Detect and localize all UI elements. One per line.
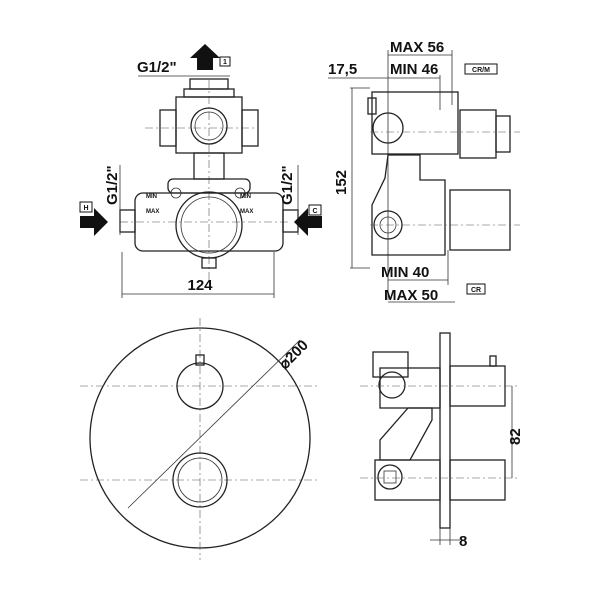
min-40-dimension: MIN 40 [381, 264, 429, 281]
hot-thread-label: G1/2" [104, 165, 121, 205]
valve-body-side-view: MAX 56 MIN 46 17,5 CR/M 152 MIN 40 MAX 5… [328, 39, 520, 304]
cold-tag: C [312, 208, 317, 215]
max-50-dimension: MAX 50 [384, 287, 438, 304]
outlet-arrow-icon [190, 44, 220, 70]
hot-inlet-arrow-icon [80, 208, 108, 236]
outlet-thread-label: G1/2" [137, 59, 177, 76]
max-56-dimension: MAX 56 [390, 39, 444, 56]
outlet-tag: 1 [223, 59, 227, 66]
width-dimension: 124 [187, 277, 213, 294]
spacing-dimension: 82 [507, 428, 524, 445]
height-dimension: 152 [333, 170, 350, 195]
min-46-dimension: MIN 46 [390, 61, 438, 78]
diameter-dimension: ⌀200 [276, 337, 312, 373]
finish-tag-crm: CR/M [472, 67, 490, 74]
hot-tag: H [83, 205, 88, 212]
offset-dimension: 17,5 [328, 61, 357, 78]
min-right-label: MIN [240, 194, 251, 200]
cold-thread-label: G1/2" [279, 165, 296, 205]
cold-inlet-arrow-icon [294, 208, 322, 236]
valve-body-front-view: 1 H C G1/2" G1/2" G1/2" MIN MAX MIN MAX … [79, 44, 322, 298]
installed-side-view: 82 8 [360, 332, 524, 550]
max-left-label: MAX [146, 209, 159, 215]
cover-plate-front-view: ⌀200 [80, 318, 320, 560]
plate-thickness-dimension: 8 [459, 533, 467, 550]
max-right-label: MAX [240, 209, 253, 215]
min-left-label: MIN [146, 194, 157, 200]
finish-tag-cr: CR [471, 287, 481, 294]
